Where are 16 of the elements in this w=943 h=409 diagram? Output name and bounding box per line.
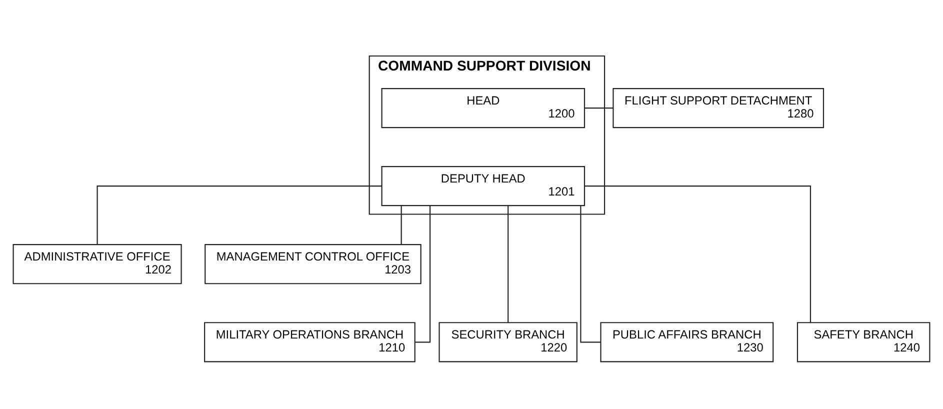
node-box: SECURITY BRANCH 1220 — [438, 322, 578, 362]
node-box: ADMINISTRATIVE OFFICE 1202 — [12, 244, 182, 284]
node-box: SAFETY BRANCH 1240 — [796, 322, 930, 362]
connector — [508, 206, 509, 323]
connector — [584, 108, 614, 109]
node-box: MILITARY OPERATIONS BRANCH 1210 — [204, 322, 416, 362]
connector — [400, 206, 402, 244]
connector — [96, 186, 382, 244]
node-box: DEPUTY HEAD 1201 — [381, 166, 586, 206]
node-box: PUBLIC AFFAIRS BRANCH 1230 — [600, 322, 774, 362]
connector — [415, 206, 431, 343]
node-box: FLIGHT SUPPORT DETACHMENT 1280 — [612, 88, 824, 128]
connector — [584, 186, 812, 322]
node-box: MANAGEMENT CONTROL OFFICE 1203 — [204, 244, 422, 284]
connector — [580, 206, 601, 343]
node-box: HEAD 1200 — [381, 88, 586, 128]
